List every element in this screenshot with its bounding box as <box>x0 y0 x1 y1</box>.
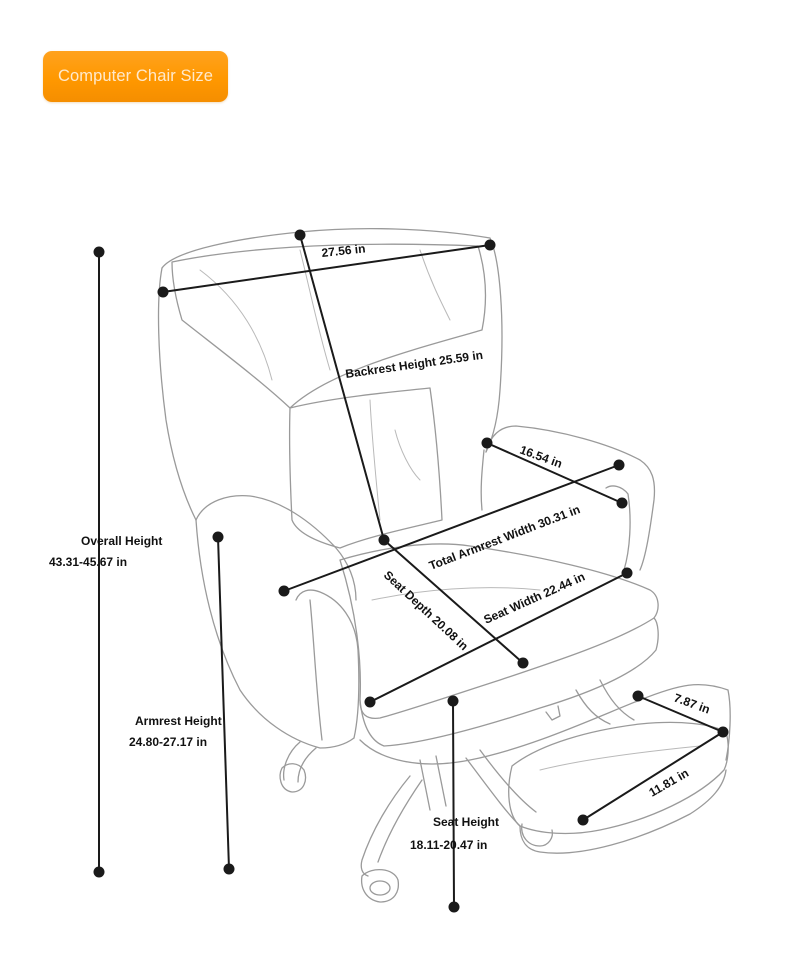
footrest-width-left-dot <box>577 814 589 826</box>
footrest-depth-line <box>637 695 724 733</box>
seat-width-left-dot <box>364 696 376 708</box>
overall-height-top-dot <box>93 246 105 258</box>
armrest-length-front-dot <box>616 497 628 509</box>
seat-height-top-dot <box>447 695 459 707</box>
seat-height-value: 18.11-20.47 in <box>410 838 487 852</box>
footrest-width-line <box>582 731 724 821</box>
total-armrest-width-left-dot <box>278 585 290 597</box>
backrest-width-left-dot <box>157 286 169 298</box>
seat-width-right-dot <box>621 567 633 579</box>
seat-depth-line <box>383 539 524 664</box>
footrest-depth-back-dot <box>632 690 644 702</box>
backrest-height-line <box>299 234 385 541</box>
seat-height-line <box>452 700 455 908</box>
backrest-width-right-dot <box>484 239 496 251</box>
armrest-height-value: 24.80-27.17 in <box>129 735 207 749</box>
overall-height-label: Overall Height <box>81 534 162 548</box>
backrest-height-label: Backrest Height 25.59 in <box>344 348 483 381</box>
armrest-height-top-dot <box>212 531 224 543</box>
armrest-length-line <box>486 442 623 504</box>
chair-size-title-badge: Computer Chair Size <box>43 51 228 102</box>
armrest-height-label: Armrest Height <box>135 714 222 728</box>
dimension-labels: 27.56 in Backrest Height 25.59 in 16.54 … <box>49 241 712 852</box>
seat-height-bottom-dot <box>448 901 460 913</box>
armrest-height-bottom-dot <box>223 863 235 875</box>
armrest-height-line <box>217 536 230 870</box>
footrest-width-label: 11.81 in <box>647 766 692 800</box>
chair-illustration <box>157 227 731 903</box>
backrest-height-top-dot <box>294 229 306 241</box>
seat-depth-front-dot <box>517 657 529 669</box>
seat-width-line <box>369 572 628 703</box>
seat-height-label: Seat Height <box>433 815 499 829</box>
total-armrest-width-right-dot <box>613 459 625 471</box>
total-armrest-width-line <box>283 464 620 592</box>
backrest-width-label: 27.56 in <box>321 241 366 260</box>
overall-height-bottom-dot <box>93 866 105 878</box>
backrest-width-line <box>162 244 491 293</box>
armrest-length-back-dot <box>481 437 493 449</box>
dimension-lines <box>93 229 729 913</box>
overall-height-value: 43.31-45.67 in <box>49 555 127 569</box>
seat-width-label: Seat Width 22.44 in <box>482 570 588 627</box>
seat-depth-label: Seat Depth 20.08 in <box>381 568 471 653</box>
